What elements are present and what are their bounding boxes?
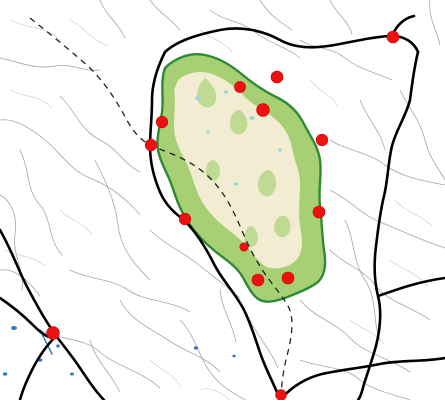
protected-area[interactable] <box>156 53 327 303</box>
site-marker[interactable] <box>315 133 329 147</box>
site-marker[interactable] <box>144 138 158 152</box>
site-marker[interactable] <box>270 70 284 84</box>
site-marker[interactable] <box>275 389 287 400</box>
site-marker[interactable] <box>386 30 400 44</box>
site-marker[interactable] <box>312 205 326 219</box>
site-marker[interactable] <box>234 81 246 93</box>
site-marker[interactable] <box>251 273 265 287</box>
site-marker[interactable] <box>239 242 249 252</box>
site-marker[interactable] <box>155 115 169 129</box>
site-marker[interactable] <box>178 212 192 226</box>
site-marker[interactable] <box>46 326 60 340</box>
site-markers <box>46 30 400 400</box>
site-marker[interactable] <box>256 103 270 117</box>
water-features <box>2 326 236 376</box>
site-marker[interactable] <box>281 271 295 285</box>
dashed-route <box>29 17 293 400</box>
